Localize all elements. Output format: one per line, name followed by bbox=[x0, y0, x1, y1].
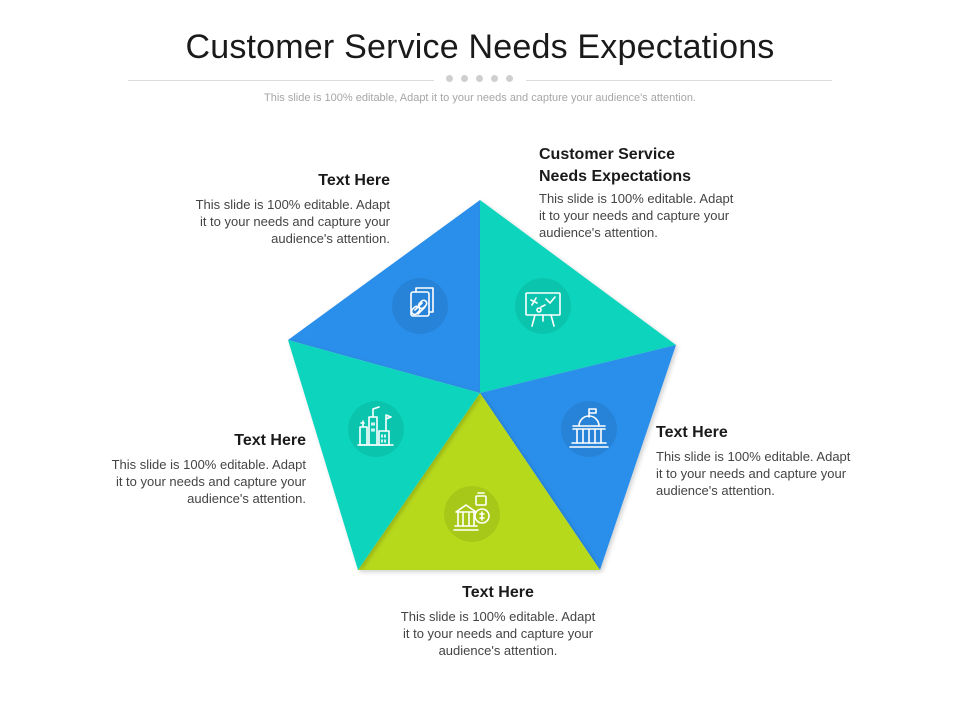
dot bbox=[506, 75, 513, 82]
label-body-line: it to your needs and capture your bbox=[115, 474, 306, 489]
segment-top-right bbox=[480, 200, 676, 393]
label-body-line: This slide is 100% editable. Adapt bbox=[400, 609, 596, 624]
government-building-icon bbox=[569, 408, 609, 448]
label-body-line: audience's attention. bbox=[656, 483, 775, 498]
label-body-line: audience's attention. bbox=[539, 225, 658, 240]
label-body-line: audience's attention. bbox=[187, 491, 306, 506]
label-heading: Text Here bbox=[318, 172, 390, 189]
slide-title: Customer Service Needs Expectations bbox=[185, 28, 775, 66]
dot bbox=[461, 75, 468, 82]
slide-subtitle: This slide is 100% editable, Adapt it to… bbox=[264, 92, 696, 104]
label-body-line: audience's attention. bbox=[438, 643, 558, 658]
segment-bottom bbox=[358, 393, 600, 570]
title-divider-left bbox=[128, 80, 434, 81]
icon-circle bbox=[444, 486, 500, 542]
segment-top-left bbox=[288, 200, 480, 393]
icon-circle bbox=[348, 401, 404, 457]
label-body-line: it to your needs and capture your bbox=[539, 208, 730, 223]
document-link-icon bbox=[410, 287, 434, 317]
label-heading-line: Customer Service bbox=[539, 146, 676, 163]
label-heading: Text Here bbox=[234, 432, 306, 449]
city-growth-icon bbox=[357, 406, 394, 446]
label-body-line: This slide is 100% editable. Adapt bbox=[539, 191, 734, 206]
dot bbox=[446, 75, 453, 82]
label-left: Text Here This slide is 100% editable. A… bbox=[66, 430, 306, 507]
title-divider-right bbox=[526, 80, 832, 81]
segment-left bbox=[288, 340, 480, 570]
label-body-line: audience's attention. bbox=[271, 231, 390, 246]
label-heading-line: Needs Expectations bbox=[539, 168, 692, 185]
label-body-line: This slide is 100% editable. Adapt bbox=[195, 197, 390, 212]
label-top-left: Text Here This slide is 100% editable. A… bbox=[150, 170, 390, 247]
segment-right bbox=[480, 345, 676, 570]
label-top-right: Customer Service Needs Expectations This… bbox=[539, 144, 779, 241]
label-body-line: This slide is 100% editable. Adapt bbox=[111, 457, 306, 472]
label-bottom: Text Here This slide is 100% editable. A… bbox=[378, 582, 618, 659]
dot bbox=[476, 75, 483, 82]
label-body-line: it to your needs and capture your bbox=[402, 626, 594, 641]
bank-money-icon bbox=[453, 492, 490, 531]
title-dots bbox=[446, 75, 518, 85]
label-heading: Text Here bbox=[656, 424, 728, 441]
label-heading: Text Here bbox=[462, 584, 534, 601]
dot bbox=[491, 75, 498, 82]
presentation-board-icon bbox=[525, 292, 561, 327]
label-body-line: it to your needs and capture your bbox=[199, 214, 390, 229]
label-body-line: This slide is 100% editable. Adapt bbox=[656, 449, 851, 464]
label-heading: Customer Service Needs Expectations bbox=[539, 144, 779, 188]
label-body-line: it to your needs and capture your bbox=[656, 466, 847, 481]
label-right: Text Here This slide is 100% editable. A… bbox=[656, 422, 896, 499]
